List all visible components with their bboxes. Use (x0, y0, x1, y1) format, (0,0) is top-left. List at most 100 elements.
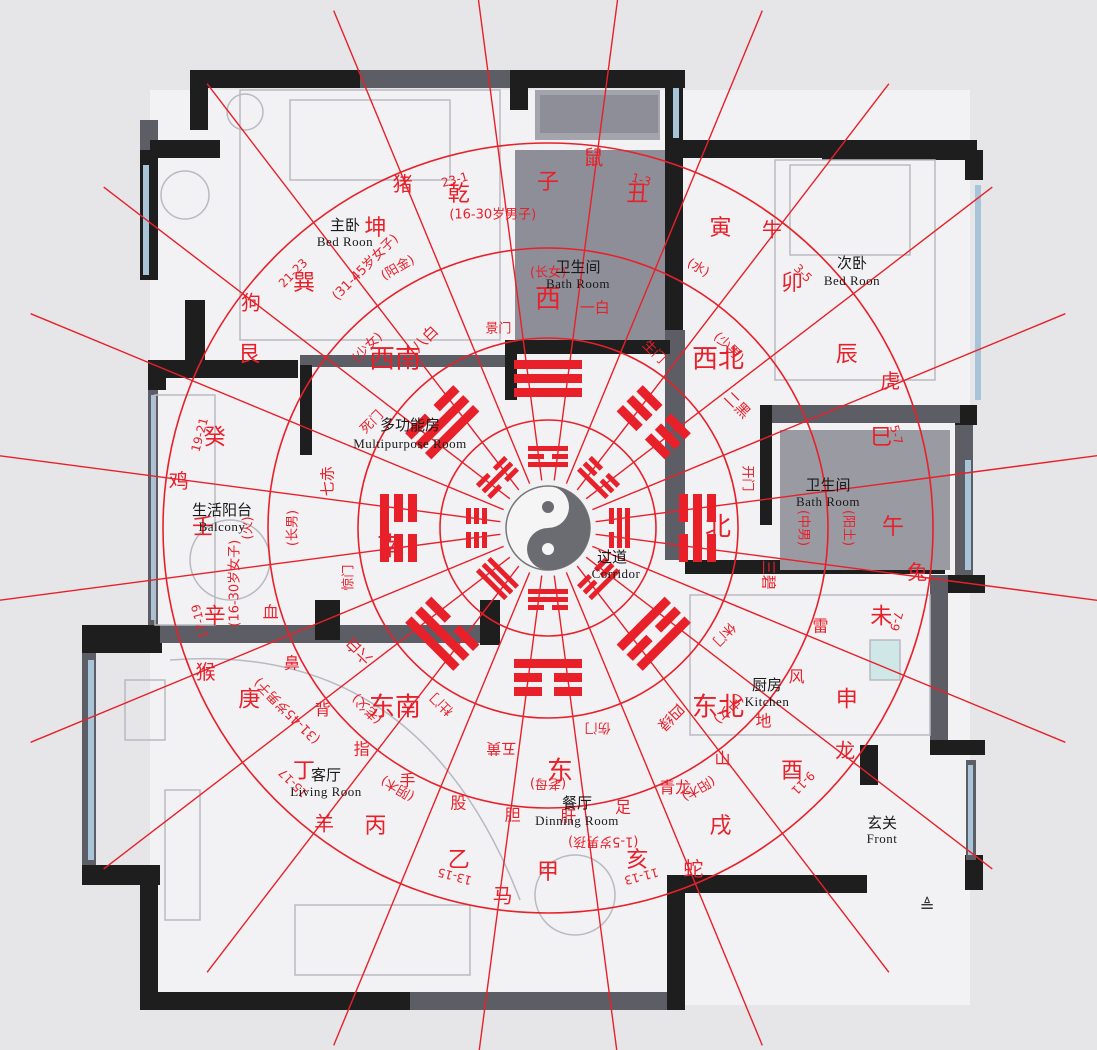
trigram-icon (514, 360, 582, 397)
trigram-line (644, 433, 672, 460)
trigram-line (552, 454, 568, 459)
time-range-label: 5-7 (887, 423, 906, 446)
trigram-line (636, 616, 691, 671)
trigram-line (433, 385, 460, 412)
misc-label: 胆 (505, 805, 521, 824)
trigram-line (636, 385, 663, 412)
room-living-room: 客厅 Living Roon (290, 766, 361, 799)
trigram-icon (514, 659, 582, 696)
bagua-ring (357, 337, 739, 719)
mountain-label: 丁 (293, 759, 315, 784)
trigram-line (616, 404, 643, 432)
age-label: (16-30岁女子) (226, 540, 242, 627)
mountain-label: 午 (882, 515, 904, 540)
trigram-line (576, 467, 609, 500)
walls (82, 70, 985, 1010)
trigram-line (588, 568, 621, 601)
misc-label: 鼻 (284, 654, 300, 673)
direction-line (30, 313, 504, 511)
trigram-line (394, 534, 403, 562)
direction-line (565, 572, 763, 1046)
mountain-label: 辛 (204, 604, 226, 629)
mountain-label: 坤 (364, 216, 386, 241)
trigram-line (408, 534, 417, 562)
trigram-line (599, 562, 615, 578)
direction-line (565, 10, 763, 484)
trigram-line (528, 446, 568, 451)
animal-label: 狗 (241, 291, 261, 315)
trigram-line (475, 568, 508, 601)
animal-label: 猴 (196, 660, 216, 684)
trigram-line (626, 395, 653, 422)
room-cn-label: 卫生间 (805, 476, 850, 494)
gate-label: 伤门 (585, 719, 611, 734)
direction-label: 东北 (692, 693, 744, 723)
trigram-line (481, 562, 514, 595)
animal-label: 猪 (393, 172, 413, 196)
trigram-small-icon (576, 455, 621, 500)
room-entrance: 玄关 Front (867, 814, 897, 846)
animal-label: 龙 (835, 738, 855, 762)
trigram-small-icon (528, 589, 568, 610)
direction-label: 东南 (369, 693, 421, 723)
trigram-icon (405, 596, 480, 671)
trigram-line (514, 687, 542, 696)
star-label: 三碧 (760, 560, 778, 590)
trigram-line (528, 454, 544, 459)
person-label: (长男) (286, 510, 301, 546)
time-range-label: 23-1 (440, 169, 470, 190)
misc-label: 背 (315, 700, 331, 719)
mountain-label: 卯 (781, 271, 803, 296)
room-en-label: Kitchen (745, 694, 790, 709)
mountain-label: 未 (870, 604, 892, 629)
animal-label: 虎 (880, 369, 900, 393)
room-kitchen: 厨房 Kitchen (745, 676, 790, 709)
animal-label: 马 (493, 884, 513, 908)
trigram-line (576, 573, 592, 589)
trigram-line (693, 494, 702, 562)
trigram-line (487, 556, 520, 589)
element-label: (火) (241, 516, 256, 539)
misc-label: 股 (450, 793, 466, 812)
trigram-line (554, 673, 582, 682)
room-en-label: Bed Roon (824, 273, 880, 288)
mountain-label: 艮 (238, 343, 260, 368)
trigram-line (415, 395, 470, 450)
room-dining-room: 餐厅 Dinning Room (535, 794, 618, 828)
trigram-small-icon (475, 556, 520, 601)
direction-line (333, 572, 531, 1046)
bagua-ring (439, 419, 657, 637)
trigram-line (514, 673, 542, 682)
direction-line (30, 545, 504, 743)
bagua-ring (162, 142, 934, 914)
trigram-line (554, 687, 582, 696)
star-label: 七赤 (318, 466, 336, 496)
trigram-line (626, 634, 653, 661)
trigram-line (552, 605, 568, 610)
trigram-line (599, 478, 615, 494)
trigram-line (405, 413, 432, 440)
trigram-line (593, 556, 609, 572)
trigram-line (482, 532, 487, 548)
trigram-icon (380, 494, 417, 562)
misc-label: 肝 (560, 807, 576, 826)
direction-line (592, 545, 1066, 743)
trigram-line (408, 494, 417, 522)
trigram-line (528, 605, 544, 610)
room-en-label: Bed Roon (317, 234, 373, 249)
mountain-label: 子 (537, 170, 559, 195)
room-master-bedroom: 主卧 Bed Roon (317, 216, 373, 249)
mountain-label: 癸 (204, 426, 226, 451)
trigram-line (514, 659, 582, 668)
trigram-line (528, 462, 568, 467)
animal-label: 兔 (907, 560, 927, 584)
misc-label: 山 (715, 749, 731, 768)
trigram-line (481, 461, 514, 494)
trigram-line (487, 484, 503, 500)
mountain-label: 寅 (709, 216, 731, 241)
entrance-arrow-icon: ≜ (919, 896, 934, 917)
misc-label: 青龙 (659, 778, 691, 797)
